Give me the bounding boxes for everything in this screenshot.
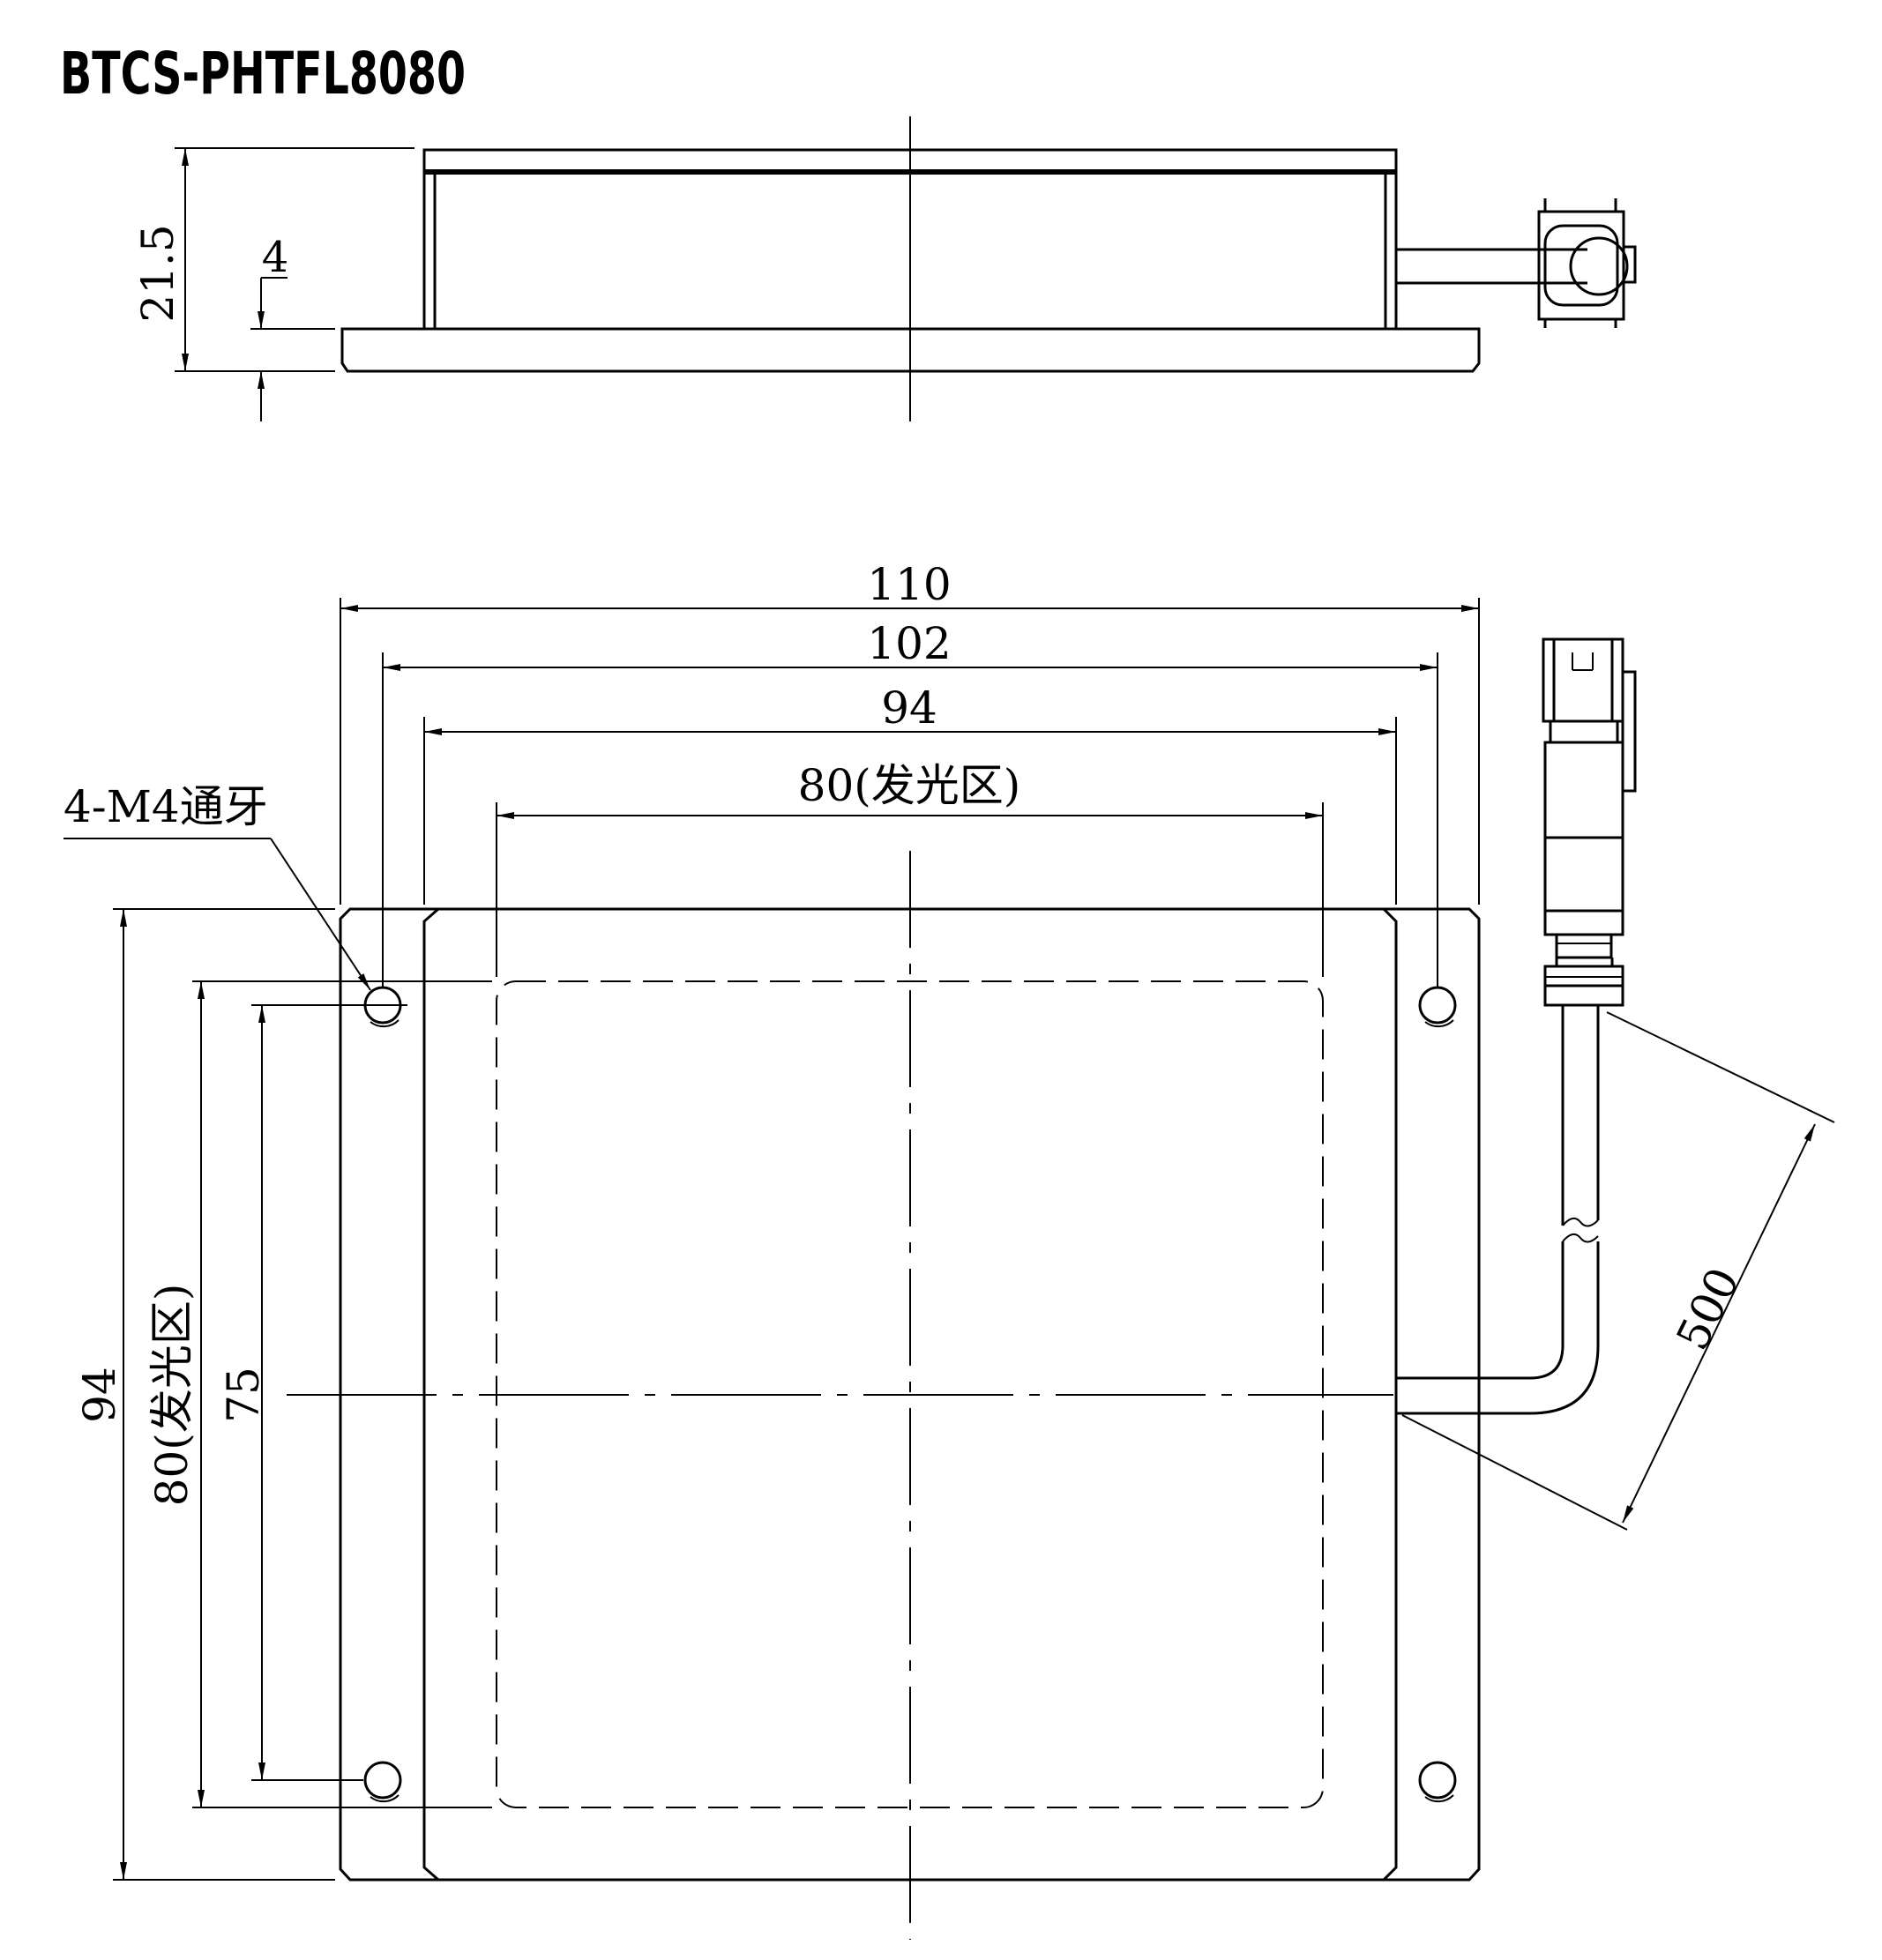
front-cable xyxy=(1396,1005,1600,1415)
hole-top-right xyxy=(1418,986,1457,1025)
dim-label-21.5: 21.5 xyxy=(132,224,183,322)
side-view: 21.5 4 xyxy=(132,116,1637,421)
hole-bottom-left xyxy=(363,1761,402,1800)
front-view: 110 102 94 80(发光区) 94 80(发光区) 75 4-M4通牙 xyxy=(63,559,1835,1940)
dim-label-80-height: 80(发光区) xyxy=(146,1284,198,1507)
hole-callout-leader xyxy=(270,838,371,991)
front-connector xyxy=(1542,637,1637,1007)
dim-label-102: 102 xyxy=(867,618,951,669)
drawing-title: BTCS-PHTFL8080 xyxy=(60,40,466,108)
side-flange xyxy=(340,327,1481,373)
side-cable-connector xyxy=(1396,198,1637,328)
hole-callout-label: 4-M4通牙 xyxy=(63,781,268,832)
dim-label-110: 110 xyxy=(867,559,951,610)
dim-label-80-width: 80(发光区) xyxy=(798,760,1021,811)
dim-label-500: 500 xyxy=(1667,1260,1750,1358)
dim-label-94-height: 94 xyxy=(74,1367,125,1423)
dim-line-500 xyxy=(1622,1123,1816,1524)
front-outer-plate xyxy=(339,907,1481,1882)
front-inner-body xyxy=(422,907,1398,1882)
dim-label-4: 4 xyxy=(262,233,289,282)
hole-bottom-right xyxy=(1418,1761,1457,1800)
dim-label-75: 75 xyxy=(218,1367,269,1423)
dim-label-94-width: 94 xyxy=(881,682,937,734)
